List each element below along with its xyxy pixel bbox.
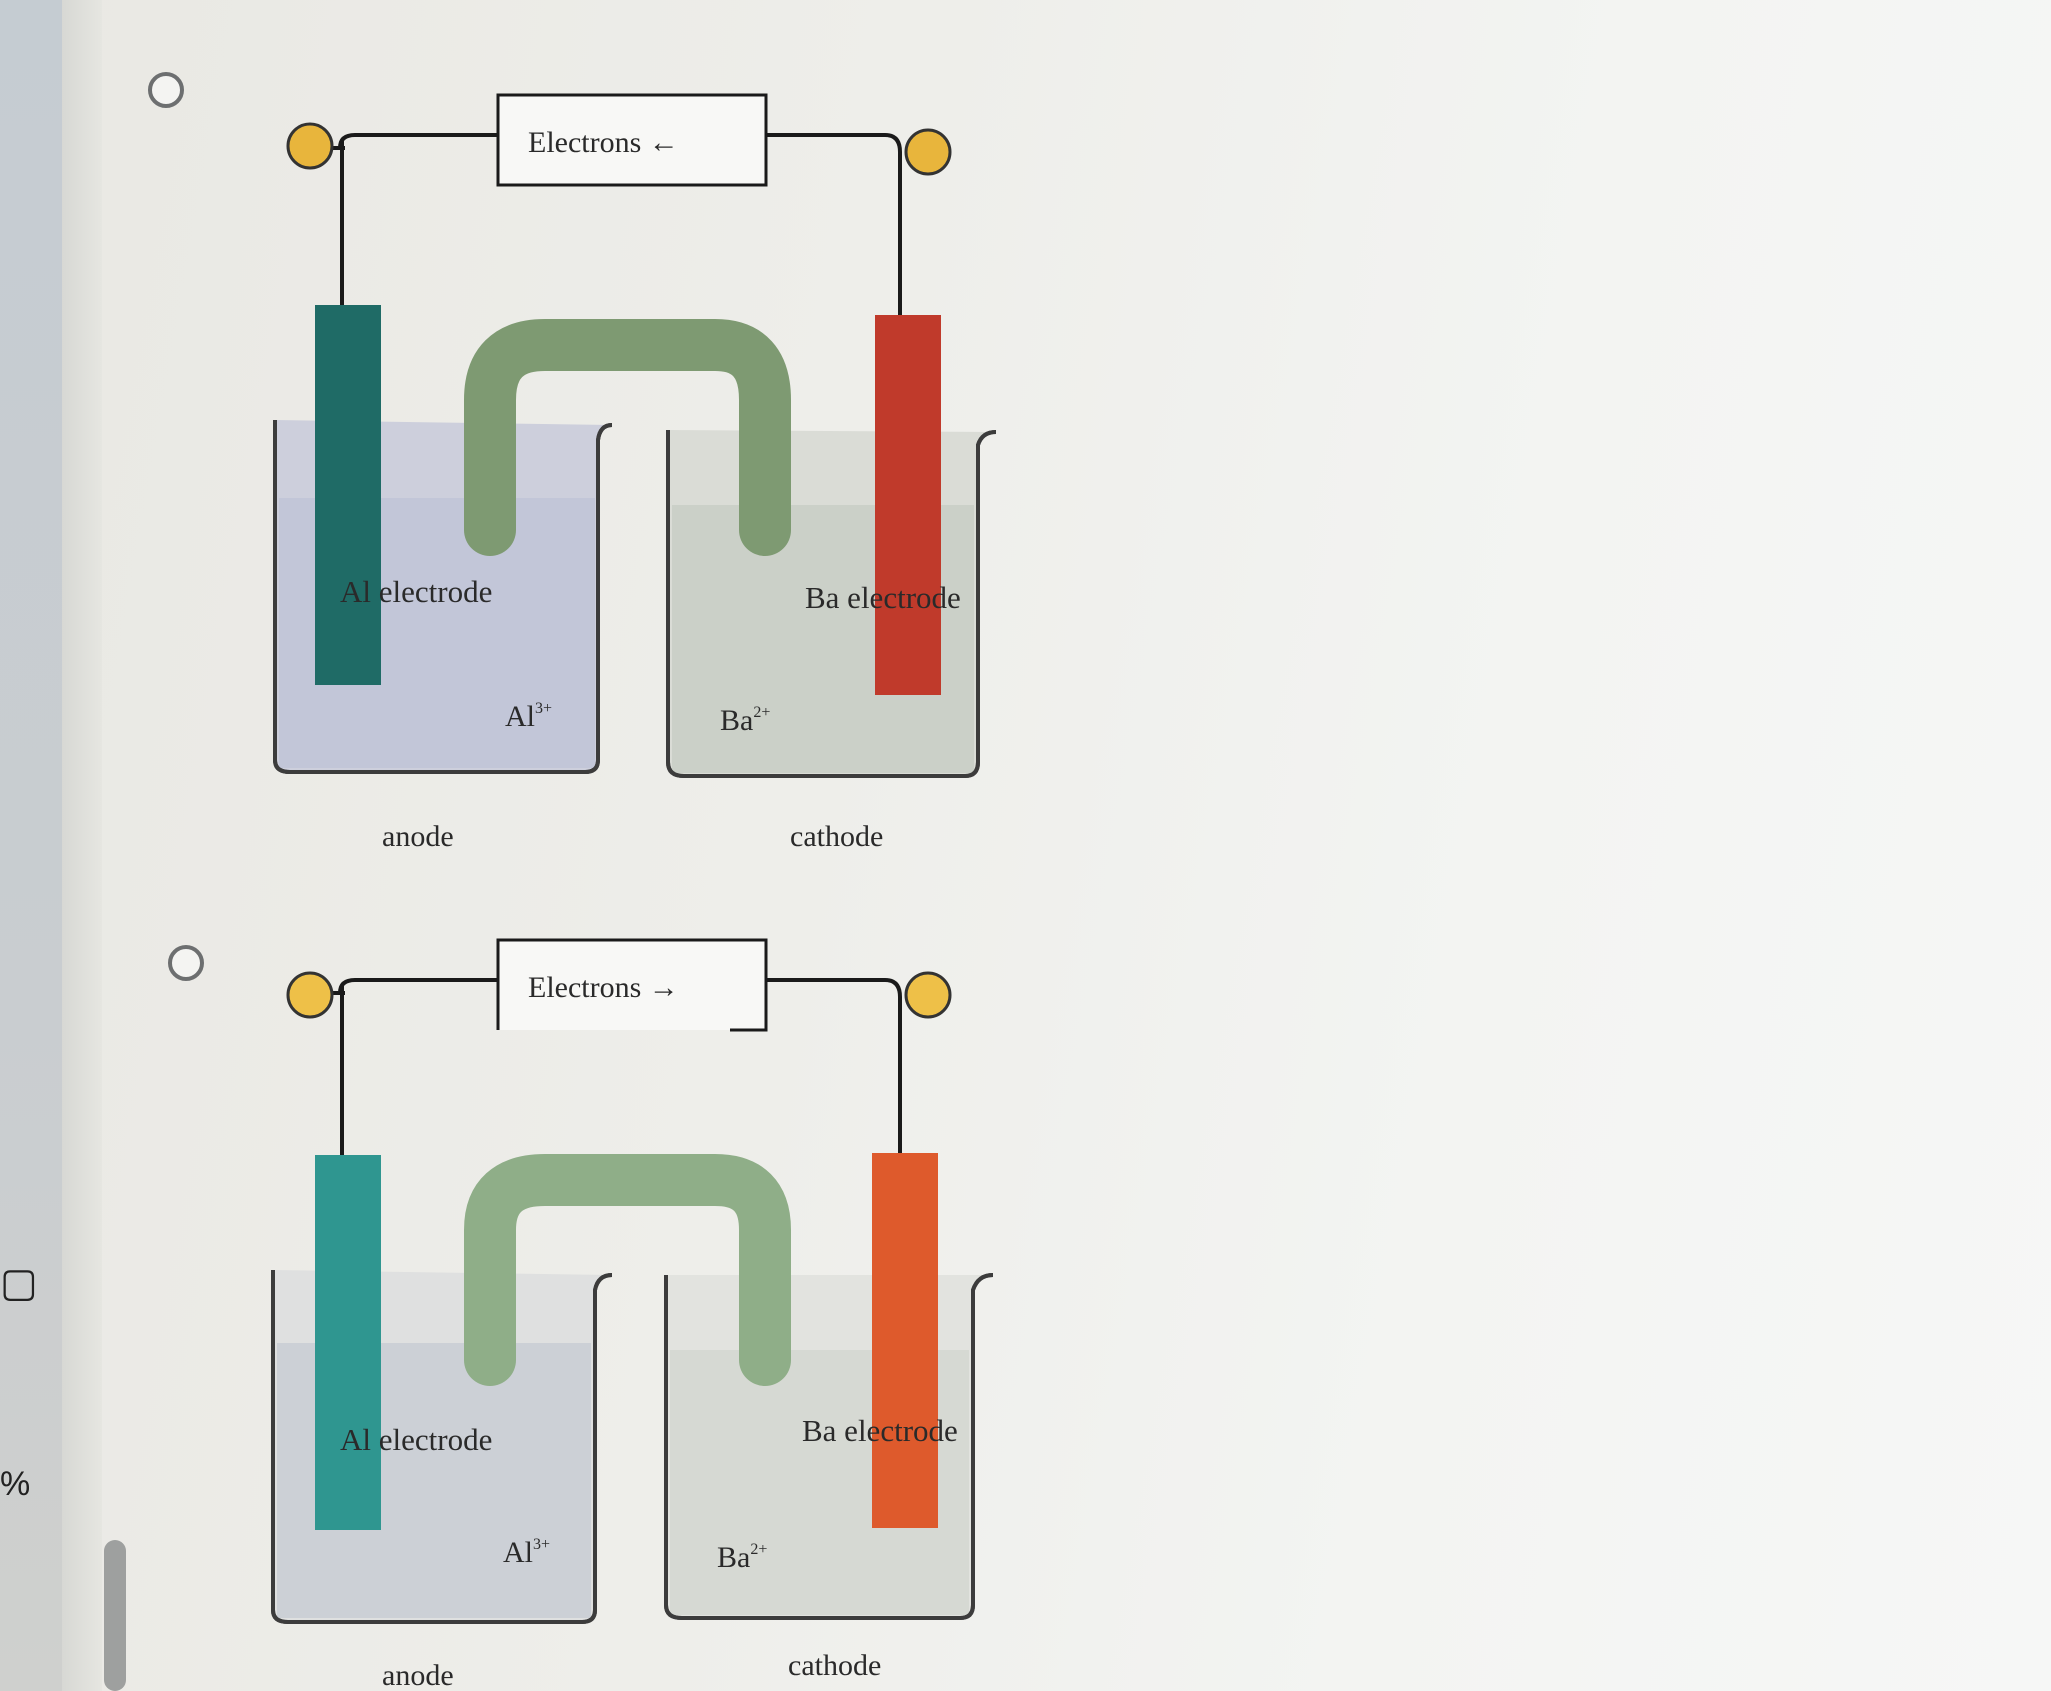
right-terminal: [904, 128, 952, 176]
ba-electrode: [872, 1153, 938, 1528]
electrons-box: [496, 93, 768, 187]
cut-off-percent: %: [0, 1465, 31, 1503]
al-electrode: [315, 305, 381, 685]
salt-bridge: [464, 319, 791, 556]
left-ion-label: Al3+: [505, 700, 552, 733]
left-terminal: [286, 122, 334, 170]
galvanic-cell-diagram-1: Electrons ← Al electrode Ba electrode Al…: [273, 93, 997, 853]
electrons-box: [496, 938, 768, 1032]
right-ion-label: Ba2+: [720, 704, 770, 737]
electrons-label: Electrons ←: [528, 126, 679, 159]
right-ion-label: Ba2+: [717, 1541, 767, 1574]
radio-button-option-2[interactable]: [168, 945, 204, 981]
right-terminal: [904, 971, 952, 1019]
right-electrode-label: Ba electrode: [805, 580, 961, 615]
galvanic-cell-diagram-2: Electrons → Al electrode Ba electrode Al…: [271, 938, 994, 1691]
anode-label: anode: [382, 1659, 454, 1691]
cut-off-glyph: ▢: [0, 1261, 38, 1305]
electrons-label: Electrons →: [528, 971, 679, 1004]
answer-option-1[interactable]: Electrons ← Al electrode Ba electrode Al…: [0, 0, 1100, 853]
right-wire: [765, 133, 902, 315]
anode-label: anode: [382, 820, 454, 853]
scrollbar-thumb[interactable]: [104, 1540, 126, 1691]
salt-bridge: [464, 1154, 791, 1386]
radio-button-option-1[interactable]: [148, 72, 184, 108]
left-wire-top: [310, 133, 500, 150]
al-electrode: [315, 1155, 381, 1530]
cathode-label: cathode: [788, 1649, 881, 1682]
left-panel-strip: [0, 0, 62, 1691]
right-electrode-label: Ba electrode: [802, 1413, 958, 1448]
cathode-label: cathode: [790, 820, 883, 853]
left-electrode-label: Al electrode: [340, 1422, 492, 1457]
left-terminal: [286, 971, 334, 1019]
left-electrode-label: Al electrode: [340, 574, 492, 609]
ba-electrode: [875, 315, 941, 695]
left-panel-edge: [62, 0, 102, 1691]
answer-option-2[interactable]: Electrons → Al electrode Ba electrode Al…: [0, 845, 1100, 1691]
left-ion-label: Al3+: [503, 1536, 550, 1569]
